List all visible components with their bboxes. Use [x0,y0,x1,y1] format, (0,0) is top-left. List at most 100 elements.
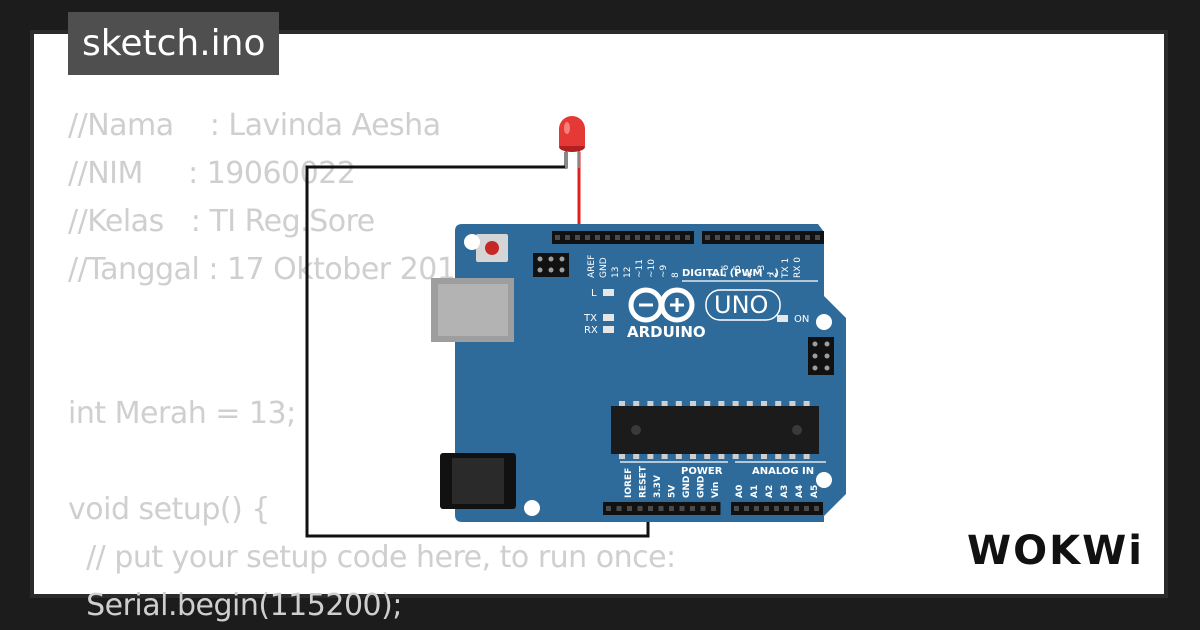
header-pin[interactable] [711,506,716,511]
pin-label: A4 [795,485,805,498]
pin-label: A1 [750,485,760,498]
header-pin[interactable] [648,506,653,511]
code-line: int Merah = 13; [68,396,296,431]
red-led[interactable] [559,116,585,168]
board-model-label: UNO [714,291,768,319]
analog-header-label: ANALOG IN [752,466,814,477]
header-pin[interactable] [735,235,740,240]
code-line: // put your setup code here, to run once… [68,540,676,575]
header-pin[interactable] [585,235,590,240]
header-pin[interactable] [774,506,779,511]
header-pin[interactable] [605,235,610,240]
digital-header-left[interactable] [552,231,694,244]
header-pin[interactable] [655,235,660,240]
header-pin[interactable] [645,235,650,240]
analog-header[interactable] [731,502,823,515]
header-pin[interactable] [669,506,674,511]
code-editor[interactable]: //Nama : Lavinda Aesha //NIM : 19060022 //… [68,102,676,630]
pin-label: 12 [623,267,633,278]
pin-label: TX 1 [781,258,791,279]
pin-label: ~5 [733,265,743,278]
header-pin[interactable] [658,506,664,511]
header-pin[interactable] [794,506,799,511]
svg-text:TX: TX [583,313,597,324]
header-pin[interactable] [575,235,580,240]
red-wire[interactable] [577,152,613,238]
pin-label: ~11 [635,259,645,278]
pin-label: GND [599,257,609,278]
header-pin[interactable] [700,506,706,511]
power-header[interactable] [603,502,721,515]
digital-header-label: DIGITAL (PWM ~) [682,268,779,279]
pin-label: RESET [639,465,649,498]
header-pin[interactable] [690,506,695,511]
pin-label: 5V [668,485,678,498]
pin-label: AREF [587,255,597,278]
header-pin[interactable] [814,506,819,511]
header-pin[interactable] [685,235,690,240]
header-pin[interactable] [764,506,769,511]
pin-label: A5 [810,485,820,498]
header-pin[interactable] [755,235,760,240]
digital-header-right[interactable] [702,231,824,244]
pin-label: 4 [745,272,755,278]
header-pin[interactable] [754,506,759,511]
pin-label: 3.3V [653,475,663,498]
code-line: void setup() { [68,492,270,527]
header-pin[interactable] [665,235,670,240]
pin-label: 7 [709,272,719,278]
header-pin[interactable] [595,235,600,240]
header-pin[interactable] [725,235,730,240]
pin-label: 8 [671,272,681,278]
pin-label: ~10 [647,259,657,278]
header-pin[interactable] [637,506,643,511]
header-pin[interactable] [705,235,710,240]
pin-label: Vin [711,482,721,498]
header-pin[interactable] [815,235,820,240]
code-line: //NIM : 19060022 [68,156,356,191]
header-pin[interactable] [804,506,809,511]
header-pin[interactable] [565,235,570,240]
header-pin[interactable] [679,506,685,511]
code-line: //Tanggal : 17 Oktober 2019 [68,252,474,287]
header-pin[interactable] [785,235,790,240]
pin-label: A2 [765,485,775,498]
header-pin[interactable] [675,235,680,240]
file-name-badge: sketch.ino [68,12,280,75]
reset-button[interactable] [476,234,508,262]
header-pin[interactable] [784,506,789,511]
pin-label: ~9 [659,264,669,278]
header-pin[interactable] [805,235,810,240]
header-pin[interactable] [606,506,611,511]
svg-text:L: L [591,288,597,299]
header-pin[interactable] [615,235,620,240]
pin-label: GND [682,476,692,498]
pin-label: ~3 [757,265,767,278]
microcontroller-chip [611,401,819,459]
pin-label: A3 [780,485,790,498]
header-pin[interactable] [616,506,622,511]
header-pin[interactable] [795,235,800,240]
power-header-label: POWER [681,466,723,477]
svg-text:RX: RX [584,325,598,336]
header-pin[interactable] [627,506,632,511]
code-line: //Nama : Lavinda Aesha [68,108,441,143]
header-pin[interactable] [744,506,749,511]
board-brand-label: ARDUINO [627,323,706,341]
pin-label: 13 [611,267,621,278]
svg-text:ON: ON [794,314,809,325]
header-pin[interactable] [745,235,750,240]
header-pin[interactable] [734,506,739,511]
header-pin[interactable] [765,235,770,240]
header-pin[interactable] [555,235,560,240]
header-pin[interactable] [715,235,720,240]
header-pin[interactable] [635,235,640,240]
header-pin[interactable] [625,235,630,240]
code-line: //Kelas : TI Reg.Sore [68,204,375,239]
pin-label: RX 0 [793,257,803,278]
pin-label: IOREF [624,468,634,498]
pin-label: A0 [735,485,745,498]
header-pin[interactable] [775,235,780,240]
